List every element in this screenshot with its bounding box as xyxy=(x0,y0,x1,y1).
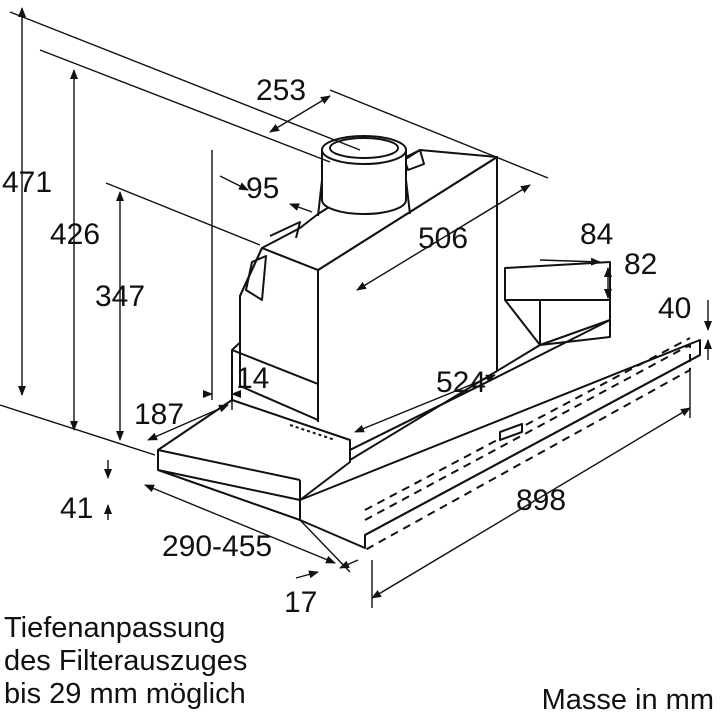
ext-line-253 xyxy=(329,89,549,179)
mounting-bracket xyxy=(245,255,267,301)
exhaust-collar xyxy=(317,135,411,217)
dim-506: 506 xyxy=(418,222,468,255)
dim-line-187 xyxy=(147,404,229,441)
dim-14: 14 xyxy=(236,362,269,395)
dim-426: 426 xyxy=(50,218,100,251)
ext-line-347-top xyxy=(105,182,261,246)
depth-adjustment-note: Tiefenanpassung des Filterauszuges bis 2… xyxy=(4,612,247,711)
dim-line-506 xyxy=(356,184,531,291)
dim-524: 524 xyxy=(436,366,486,399)
dim-line-17-b xyxy=(339,559,359,569)
ext-line-471-bottom xyxy=(0,404,156,456)
extension-panel-front xyxy=(157,449,301,481)
dim-347: 347 xyxy=(95,280,145,313)
dimension-lines xyxy=(0,7,712,608)
dim-line-95-left xyxy=(219,175,249,191)
dim-17: 17 xyxy=(284,586,317,619)
ext-line-471-top xyxy=(9,11,361,151)
dim-187: 187 xyxy=(134,398,184,431)
dim-41: 41 xyxy=(60,492,93,525)
dim-line-290-455 xyxy=(144,484,336,564)
depth-note-line-3: bis 29 mm möglich xyxy=(4,678,246,710)
dim-40: 40 xyxy=(658,292,691,325)
depth-note-line-2: des Filterauszuges xyxy=(4,645,248,677)
dim-95: 95 xyxy=(246,172,279,205)
dim-line-84 xyxy=(539,257,601,266)
vent-slots xyxy=(289,424,336,441)
dim-line-95-right xyxy=(289,203,313,213)
ext-line-426-top xyxy=(39,49,331,163)
depth-note-line-1: Tiefenanpassung xyxy=(4,612,226,644)
dim-253: 253 xyxy=(256,74,306,107)
dim-82: 82 xyxy=(624,248,657,281)
collar-inner-rim xyxy=(329,137,399,159)
bracket-clip xyxy=(269,221,301,239)
dim-898: 898 xyxy=(516,484,566,517)
dim-84: 84 xyxy=(580,218,613,251)
units-note: Masse in mm xyxy=(541,684,714,716)
dim-290-455: 290-455 xyxy=(162,530,272,563)
dim-line-898 xyxy=(371,407,691,599)
dim-line-17-a xyxy=(295,570,319,579)
dim-line-253 xyxy=(269,95,331,133)
dim-471: 471 xyxy=(2,166,52,199)
housing-lower-edge xyxy=(231,349,319,385)
dimension-labels: 253 95 506 84 82 40 471 426 347 14 524 1… xyxy=(2,74,691,619)
housing-side-edge xyxy=(239,247,263,297)
